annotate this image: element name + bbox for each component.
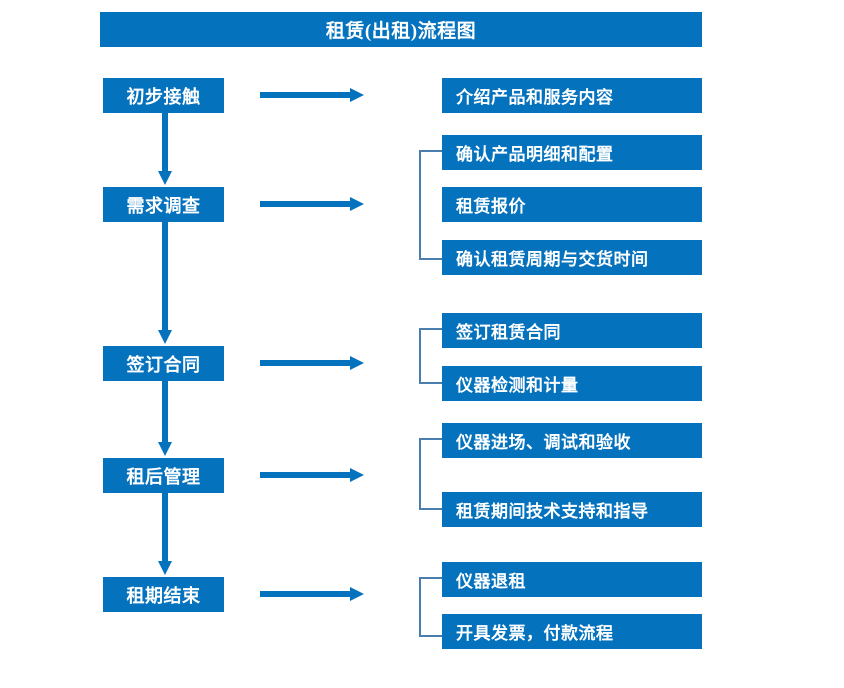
detail-box-2-3[interactable]: 确认租赁周期与交货时间: [442, 240, 702, 275]
detail-box-4-2[interactable]: 租赁期间技术支持和指导: [442, 492, 702, 527]
diagram-title: 租赁(出租)流程图: [100, 12, 702, 47]
stage-box-5[interactable]: 租期结束: [103, 577, 224, 612]
detail-box-3-1[interactable]: 签订租赁合同: [442, 313, 702, 348]
detail-box-5-2[interactable]: 开具发票，付款流程: [442, 614, 702, 649]
horizontal-arrow-4: [260, 466, 364, 484]
group-bracket-2: [417, 150, 443, 260]
vertical-arrow-4-to-5: [154, 492, 176, 577]
horizontal-arrow-1: [260, 86, 364, 104]
stage-box-3[interactable]: 签订合同: [103, 346, 224, 381]
group-bracket-4: [417, 438, 443, 510]
detail-box-2-1[interactable]: 确认产品明细和配置: [442, 135, 702, 170]
group-bracket-5: [417, 577, 443, 637]
vertical-arrow-3-to-4: [154, 381, 176, 458]
horizontal-arrow-5: [260, 585, 364, 603]
stage-box-1[interactable]: 初步接触: [103, 78, 224, 113]
detail-box-3-2[interactable]: 仪器检测和计量: [442, 366, 702, 401]
vertical-arrow-1-to-2: [154, 113, 176, 187]
detail-box-4-1[interactable]: 仪器进场、调试和验收: [442, 423, 702, 458]
detail-box-1-1[interactable]: 介绍产品和服务内容: [442, 78, 702, 113]
vertical-arrow-2-to-3: [154, 222, 176, 346]
detail-box-2-2[interactable]: 租赁报价: [442, 187, 702, 222]
group-bracket-3: [417, 328, 443, 384]
horizontal-arrow-2: [260, 195, 364, 213]
horizontal-arrow-3: [260, 354, 364, 372]
stage-box-2[interactable]: 需求调查: [103, 187, 224, 222]
detail-box-5-1[interactable]: 仪器退租: [442, 562, 702, 597]
stage-box-4[interactable]: 租后管理: [103, 458, 224, 493]
